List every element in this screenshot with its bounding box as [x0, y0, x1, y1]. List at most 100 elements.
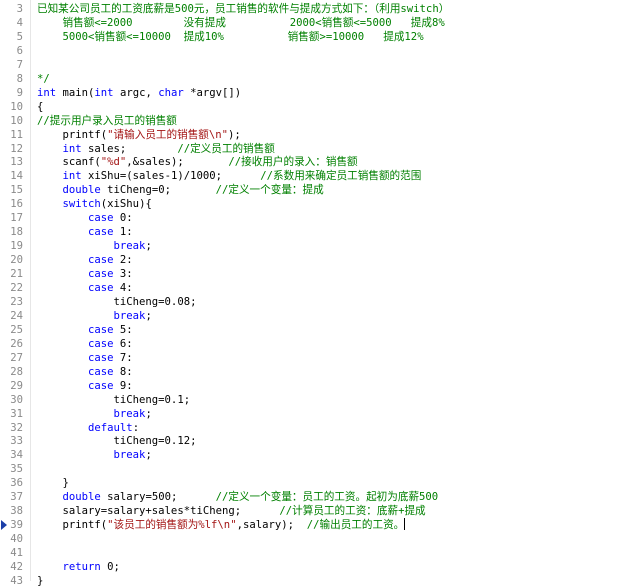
code-token	[37, 254, 88, 266]
code-token: 8:	[113, 365, 133, 378]
code-line[interactable]: 30 tiCheng=0.1;	[0, 393, 617, 407]
code-line[interactable]: 36 }	[0, 476, 617, 490]
code-line[interactable]: 22 case 4:	[0, 281, 617, 295]
line-number: 10	[10, 114, 23, 127]
line-number: 27	[10, 351, 23, 364]
code-line[interactable]: 28 case 8:	[0, 365, 617, 379]
keyword-token: int	[62, 142, 82, 155]
code-text: salary=salary+sales*tiCheng; //计算员工的工资：底…	[37, 504, 426, 518]
code-token: 0;	[100, 561, 120, 573]
code-line[interactable]: 39 printf("该员工的销售额为%lf\n",salary); //输出员…	[0, 518, 617, 532]
code-line[interactable]: 38 salary=salary+sales*tiCheng; //计算员工的工…	[0, 504, 617, 518]
code-line[interactable]: 14 int xiShu=(sales-1)/1000; //系数用来确定员工销…	[0, 169, 617, 183]
code-text: }	[37, 476, 69, 490]
code-token: ,salary);	[236, 519, 307, 532]
code-token: 6:	[113, 337, 133, 350]
code-line[interactable]: 6	[0, 44, 617, 58]
code-line[interactable]: 8*/	[0, 72, 617, 86]
keyword-token: char	[158, 86, 184, 99]
comment-token: //接收用户的录入：销售额	[228, 156, 358, 169]
code-token: scanf(	[37, 156, 101, 169]
line-number: 7	[16, 58, 23, 71]
code-line[interactable]: 13 scanf("%d",&sales); //接收用户的录入：销售额	[0, 155, 617, 169]
keyword-token: double	[62, 491, 101, 504]
code-token: tiCheng=0.12;	[37, 435, 197, 448]
code-text: 销售额<=2000 没有提成 2000<销售额<=5000 提成8%	[37, 16, 445, 30]
code-line[interactable]: 4 销售额<=2000 没有提成 2000<销售额<=5000 提成8%	[0, 16, 617, 30]
code-text: case 1:	[37, 225, 133, 239]
code-line[interactable]: 32 default:	[0, 421, 617, 435]
line-number: 18	[10, 226, 23, 239]
code-token	[37, 226, 88, 238]
code-token	[37, 491, 63, 503]
code-line[interactable]: 26 case 6:	[0, 337, 617, 351]
code-line[interactable]: 21 case 3:	[0, 267, 617, 281]
keyword-token: break	[113, 407, 146, 420]
code-line[interactable]: 23 tiCheng=0.08;	[0, 295, 617, 309]
code-line[interactable]: 10 //提示用户录入员工的销售额	[0, 114, 617, 128]
code-line[interactable]: 42 return 0;	[0, 560, 617, 574]
code-line[interactable]: 12 int sales; //定义员工的销售额	[0, 142, 617, 156]
code-line[interactable]: 34 break;	[0, 448, 617, 462]
code-line[interactable]: 17 case 0:	[0, 211, 617, 225]
code-token: ;	[145, 309, 152, 322]
code-line[interactable]: 20 case 2:	[0, 253, 617, 267]
string-token: "%d"	[100, 156, 127, 169]
text-caret	[404, 518, 406, 531]
code-line[interactable]: 33 tiCheng=0.12;	[0, 434, 617, 448]
code-token: 1:	[113, 226, 133, 239]
code-line[interactable]: 15 double tiCheng=0; //定义一个变量：提成	[0, 183, 617, 197]
comment-token: 5000<销售额<=10000 提成10% 销售额>=10000 提成12%	[37, 30, 424, 43]
code-line[interactable]: 19 break;	[0, 239, 617, 253]
keyword-token: case	[88, 226, 114, 239]
code-token: }	[37, 477, 69, 490]
code-line[interactable]: 27 case 7:	[0, 351, 617, 365]
code-token: :	[132, 421, 140, 434]
code-token	[37, 198, 63, 210]
code-token: tiCheng=0.08;	[37, 295, 197, 308]
code-line[interactable]: 5 5000<销售额<=10000 提成10% 销售额>=10000 提成12%	[0, 30, 617, 44]
code-line[interactable]: 18 case 1:	[0, 225, 617, 239]
line-number: 37	[10, 491, 23, 504]
comment-token: //提示用户录入员工的销售额	[37, 114, 177, 127]
code-token	[37, 240, 114, 252]
line-number: 9	[16, 86, 23, 99]
line-number: 10	[10, 100, 23, 113]
code-line[interactable]: 16 switch(xiShu){	[0, 197, 617, 211]
code-text: break;	[37, 448, 152, 462]
code-token: tiCheng=0;	[100, 184, 216, 197]
code-text: case 6:	[37, 337, 133, 351]
code-line[interactable]: 41	[0, 546, 617, 560]
code-line[interactable]: 10{	[0, 100, 617, 114]
code-line[interactable]: 11 printf("请输入员工的销售额\n");	[0, 128, 617, 142]
code-token: ;	[145, 449, 152, 462]
line-number: 21	[10, 268, 23, 281]
code-token	[37, 561, 63, 573]
code-token: 9:	[113, 379, 133, 392]
code-line[interactable]: 29 case 9:	[0, 379, 617, 393]
keyword-token: return	[62, 561, 101, 573]
code-line[interactable]: 31 break;	[0, 407, 617, 421]
code-text: printf("该员工的销售额为%lf\n",salary); //输出员工的工…	[37, 518, 406, 532]
code-text: default:	[37, 421, 139, 435]
code-line[interactable]: 40	[0, 532, 617, 546]
line-number: 14	[10, 170, 23, 183]
code-text: case 4:	[37, 281, 133, 295]
code-text: break;	[37, 239, 152, 253]
code-token	[37, 143, 63, 155]
code-text: return 0;	[37, 560, 120, 574]
code-text: tiCheng=0.1;	[37, 393, 191, 407]
code-line[interactable]: 35	[0, 462, 617, 476]
code-line[interactable]: 37 double salary=500; //定义一个变量：员工的工资。起初为…	[0, 490, 617, 504]
code-line[interactable]: 7	[0, 58, 617, 72]
code-token	[37, 352, 88, 364]
code-line[interactable]: 24 break;	[0, 309, 617, 323]
line-number: 3	[16, 3, 23, 15]
line-number: 20	[10, 254, 23, 267]
code-line[interactable]: 25 case 5:	[0, 323, 617, 337]
comment-token: //计算员工的工资：底薪+提成	[279, 505, 426, 518]
